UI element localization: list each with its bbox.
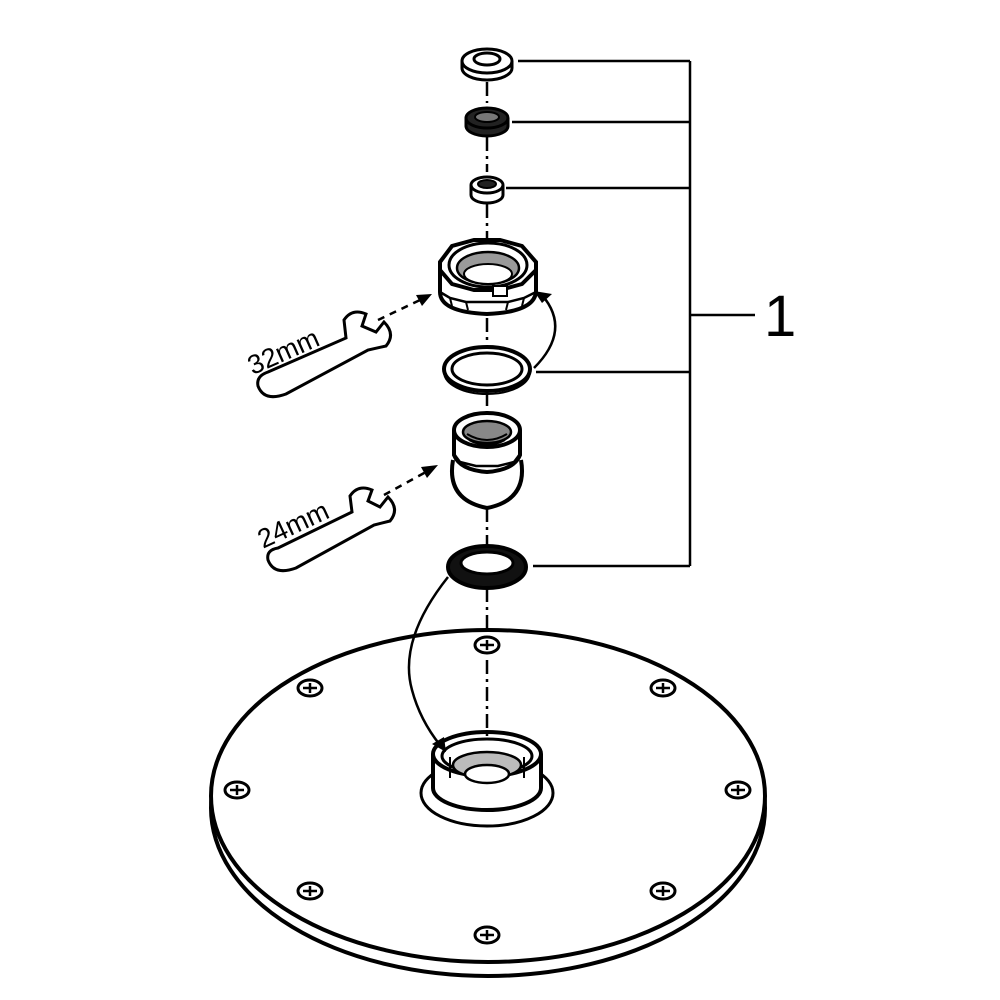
- screw-icon: [649, 678, 677, 698]
- install-arrows: [407, 291, 557, 752]
- callout-number: 1: [764, 284, 796, 349]
- o-ring-large: [442, 345, 532, 395]
- arrowhead-icon: [534, 291, 552, 303]
- screw-icon: [649, 881, 677, 901]
- seal-ring-small: [464, 106, 510, 138]
- arrowhead-icon: [416, 294, 432, 306]
- shower-plate: [209, 628, 767, 978]
- gasket-dark: [446, 544, 528, 590]
- bushing-small: [469, 175, 505, 205]
- wrench-24mm: 24mm: [253, 465, 438, 573]
- flat-washer-top: [460, 47, 514, 82]
- screw-icon: [296, 881, 324, 901]
- screw-icon: [223, 780, 251, 800]
- screw-icon: [724, 780, 752, 800]
- callout-bracket: [506, 59, 755, 568]
- hex-nut-32mm: [438, 238, 538, 317]
- wrench-32mm: 32mm: [243, 294, 432, 399]
- arrow-o-ring-to-nut: [533, 294, 557, 369]
- screw-icon: [296, 678, 324, 698]
- screw-icon: [473, 635, 501, 655]
- arrowhead-icon: [421, 465, 438, 478]
- screw-icon: [473, 925, 501, 945]
- arrow-gasket-to-plate: [407, 576, 449, 746]
- ball-joint-24mm: [450, 411, 524, 511]
- arrowhead-icon: [432, 737, 446, 752]
